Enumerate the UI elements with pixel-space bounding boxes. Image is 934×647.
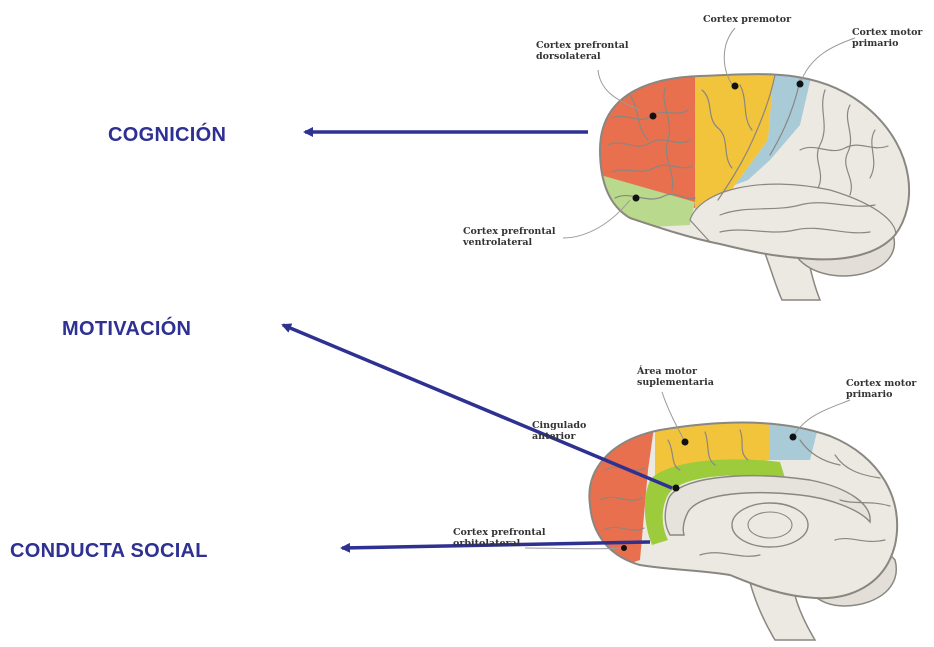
label-bottom-sma-line2: suplementaria [637,377,714,388]
label-bottom-motor: Cortex motor primario [846,378,916,400]
label-top-vlpfc-line1: Cortex prefrontal [463,226,556,237]
label-top-premotor-line1: Cortex premotor [703,14,791,25]
label-bottom-sma: Área motor suplementaria [637,366,714,388]
label-top-premotor: Cortex premotor [703,14,791,25]
label-top-motor: Cortex motor primario [852,27,922,49]
label-bottom-cingulate-line1: Cingulado [532,420,586,431]
heading-social: CONDUCTA SOCIAL [10,540,208,563]
label-top-dlpfc-line2: dorsolateral [536,51,629,62]
bottom-ofc-dot [621,545,627,551]
label-bottom-cingulate: Cingulado anterior [532,420,586,442]
bottom-cingulate-dot [673,485,680,492]
label-top-motor-line2: primario [852,38,922,49]
label-top-motor-line1: Cortex motor [852,27,922,38]
heading-cognition: COGNICIÓN [108,124,226,147]
label-top-vlpfc-line2: ventrolateral [463,237,556,248]
label-bottom-motor-line1: Cortex motor [846,378,916,389]
top-motor-dot [797,81,804,88]
label-top-dlpfc-line1: Cortex prefrontal [536,40,629,51]
bottom-motor-dot [790,434,797,441]
label-top-vlpfc: Cortex prefrontal ventrolateral [463,226,556,248]
bottom-sma-dot [682,439,689,446]
top-vlpfc-dot [633,195,640,202]
label-bottom-ofc-line1: Cortex prefrontal [453,527,546,538]
bottom-thalamus [732,503,808,547]
label-top-dlpfc: Cortex prefrontal dorsolateral [536,40,629,62]
label-bottom-sma-line1: Área motor [637,366,714,377]
top-brain [563,28,909,300]
top-dlpfc-dot [650,113,657,120]
top-premotor-dot [732,83,739,90]
label-bottom-motor-line2: primario [846,389,916,400]
heading-motivation: MOTIVACIÓN [62,318,191,341]
label-bottom-cingulate-line2: anterior [532,431,586,442]
label-bottom-ofc: Cortex prefrontal orbitolateral [453,527,546,549]
label-bottom-ofc-line2: orbitolateral [453,538,546,549]
arrow-motivation [283,325,672,488]
